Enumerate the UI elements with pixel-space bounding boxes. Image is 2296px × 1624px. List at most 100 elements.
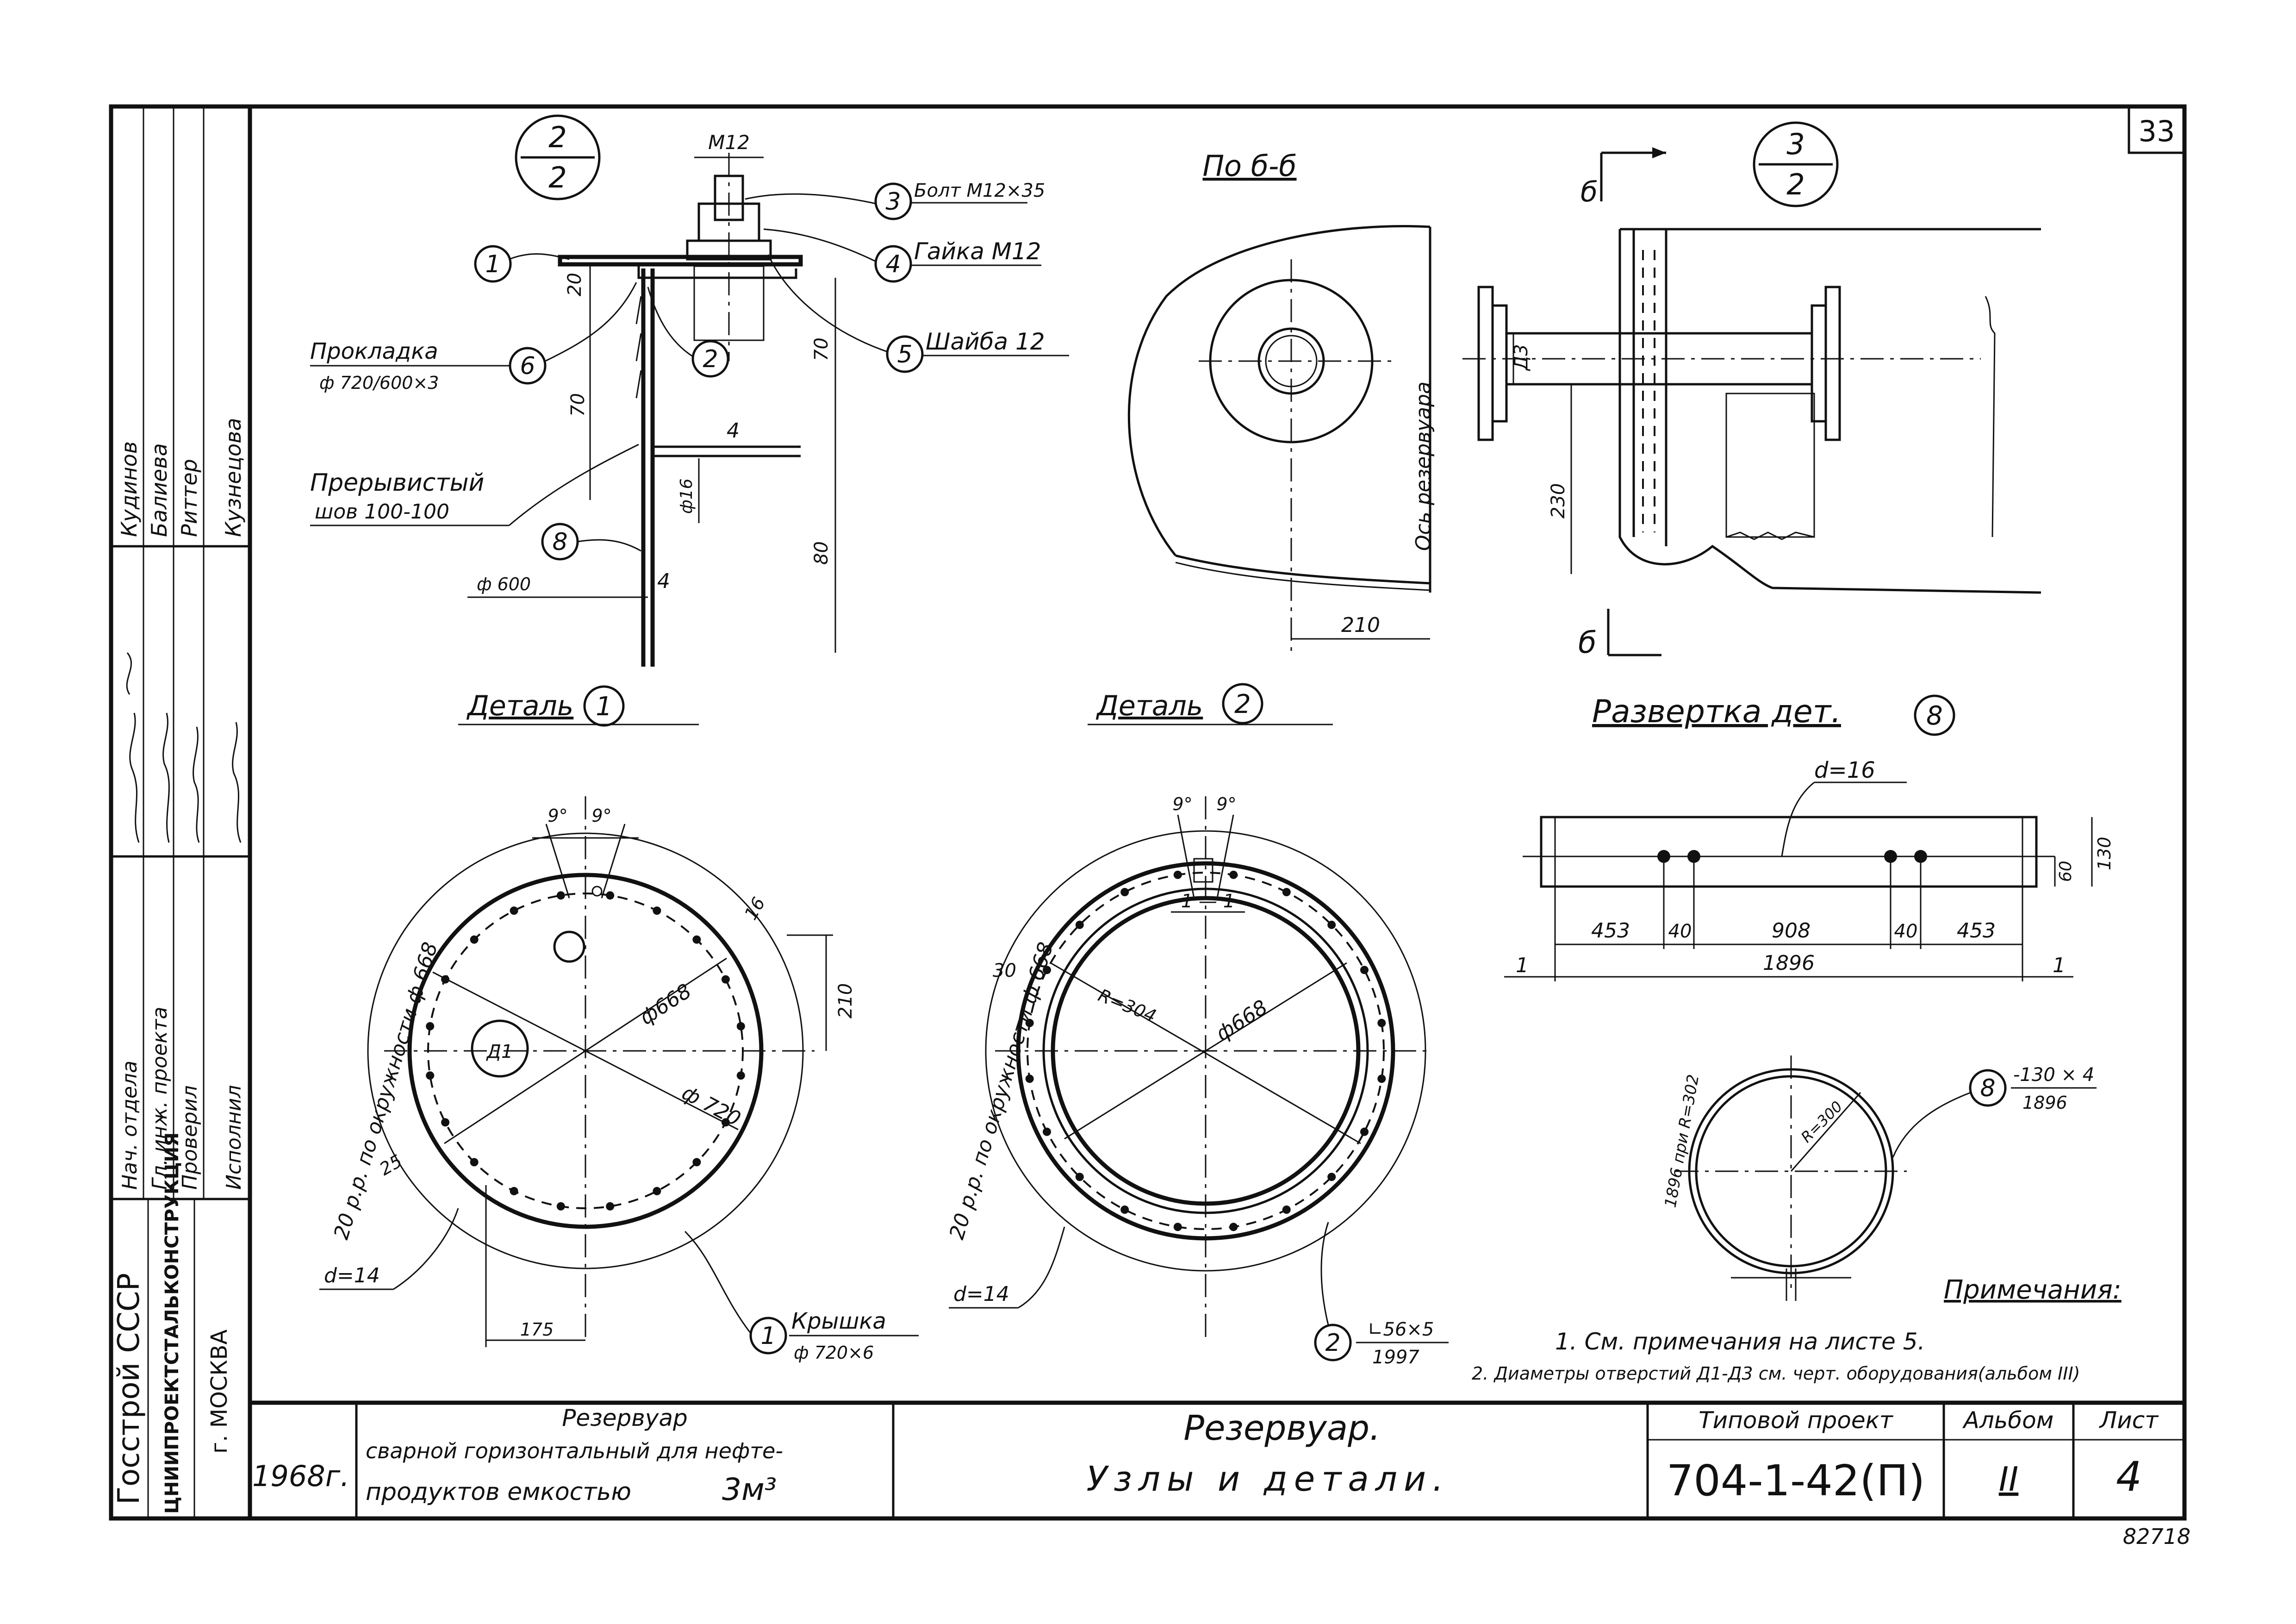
d2-r304: R=304	[1095, 985, 1159, 1027]
detail-1-bolt-hole	[606, 891, 615, 900]
detail-1-bolt-hole	[441, 1118, 450, 1127]
signature-mark-2	[162, 712, 170, 843]
node-2-2-mark	[515, 114, 601, 200]
dev8-dim-3: 908	[1772, 919, 1811, 943]
node-3-2-mark-bottom: 2	[1786, 168, 1804, 201]
d1-part-name: Крышка	[791, 1308, 886, 1334]
d2-d14: d=14	[953, 1282, 1009, 1306]
dim-16: ф16	[677, 478, 696, 514]
detail-1-bolt-hole	[510, 1187, 518, 1195]
node-2-2-mark-bottom: 2	[548, 161, 566, 194]
dim-4a: 4	[727, 419, 740, 443]
detail-1-bolt-hole	[441, 975, 450, 984]
name-2: Балиева	[147, 443, 172, 537]
detail-2-bolt-hole	[1075, 1173, 1084, 1181]
dev8-ring-label: 1896 при R=302	[1661, 1073, 1703, 1209]
callout-5-num: 5	[897, 341, 912, 369]
title-main-line1: Резервуар.	[1183, 1408, 1380, 1448]
album-label: Альбом	[1962, 1407, 2054, 1434]
dev8-part-num: 8	[1980, 1074, 1995, 1102]
node-3-2-dim-230: 230	[1548, 483, 1569, 518]
d2-d30: 30	[993, 960, 1016, 981]
detail-1-bolt-hole	[426, 1022, 435, 1031]
view-dim-210: 210	[1341, 613, 1380, 637]
d2-part-num: 2	[1325, 1329, 1340, 1357]
weld-label: Прерывистый	[310, 469, 484, 497]
callout-6-text: Прокладка	[310, 338, 438, 364]
detail-1-bolt-hole	[510, 906, 518, 915]
dev8-total: 1896	[1763, 951, 1815, 975]
signature-mark-4	[232, 722, 242, 843]
detail-2-bolt-hole	[1377, 1074, 1386, 1083]
dev8-dim-1: 453	[1591, 919, 1630, 943]
dev8-dim-2: 40	[1668, 921, 1692, 942]
callout-6-num: 6	[520, 352, 535, 380]
dev8-dim-5: 453	[1957, 919, 1996, 943]
d1-angle2: 9°	[591, 806, 611, 826]
weld-size: шов 100-100	[315, 500, 449, 524]
d1-d16: 16	[740, 894, 769, 924]
d1-d210: 210	[835, 983, 856, 1018]
detail-1: 20 р.р. по окружности ф 668 9° 9° ф668 ф…	[319, 796, 919, 1363]
detail-1-title: Деталь	[466, 690, 573, 722]
detail-1-bolt-hole	[653, 906, 661, 915]
callout-4-num: 4	[885, 250, 901, 278]
detail-2-bolt-hole	[1377, 1018, 1386, 1027]
d1-d668: ф668	[635, 979, 696, 1030]
org-block: Госстрой СССР ЦНИИПРОЕКТСТАЛЬКОНСТРУКЦИЯ…	[112, 1132, 232, 1514]
project-number: 704-1-42(П)	[1667, 1456, 1925, 1505]
dim-bolt: М12	[708, 131, 750, 154]
detail-2-bolt-hole	[1025, 1074, 1034, 1083]
notes-title: Примечания:	[1944, 1275, 2122, 1305]
detail-2-title-num: 2	[1234, 689, 1251, 719]
detail-2-bolt-hole	[1360, 966, 1369, 974]
frame	[109, 104, 2187, 1521]
dev8-part-size-bottom: 1896	[2022, 1093, 2067, 1113]
detail-2-bolt-hole	[1075, 920, 1084, 929]
nozzle-d3: Д3	[1511, 344, 1532, 371]
detail-1-bolt-hole	[556, 1202, 565, 1211]
gasket-size: ф 720/600×3	[319, 373, 439, 393]
d1-d175: 175	[520, 1319, 554, 1340]
callout-4-text: Гайка М12	[914, 238, 1041, 265]
detail-2-bolt-hole	[1282, 1206, 1291, 1214]
name-3: Риттер	[177, 459, 202, 537]
title-year: 1968г.	[252, 1459, 349, 1493]
detail-2-bolt-hole	[1360, 1127, 1369, 1136]
org-line2: ЦНИИПРОЕКТСТАЛЬКОНСТРУКЦИЯ	[162, 1132, 183, 1514]
title-left-line3: продуктов емкостью	[366, 1478, 631, 1506]
node-2-2-mark-top: 2	[548, 120, 566, 154]
callout-2-num: 2	[703, 345, 718, 373]
name-1: Кудинов	[117, 441, 142, 537]
signature-mark-3	[193, 726, 200, 843]
org-line1: Госстрой СССР	[112, 1273, 146, 1505]
detail-2: 20 р.р. по окружности ф 668 9° 9° 1 — 1 …	[945, 794, 1449, 1368]
note-1: 1. См. примечания на листе 5.	[1555, 1328, 1925, 1355]
view-6-6-title: По б-б	[1202, 149, 1296, 183]
detail-1-bolt-hole	[721, 1118, 730, 1127]
stamp-number: 82718	[2123, 1524, 2190, 1549]
dim-20: 20	[564, 273, 585, 296]
dim-70b: 70	[811, 337, 832, 361]
develop-8-title: Развертка дет.	[1592, 693, 1841, 730]
detail-1-bolt-hole	[692, 935, 701, 944]
view-6-6: По б-б Ось резервуара 210	[1127, 149, 1435, 657]
d1-part-num: 1	[760, 1322, 776, 1350]
dim-80: 80	[811, 541, 832, 565]
detail-2-bolt-hole	[1327, 920, 1336, 929]
detail-2-bolt-hole	[1229, 1223, 1238, 1231]
album-value: II	[1999, 1460, 2018, 1499]
d1-hole-label: Д1	[486, 1041, 513, 1062]
detail-1-bolt-hole	[653, 1187, 661, 1195]
tank-axis-label: Ось резервуара	[1412, 381, 1435, 551]
dev8-r300: R=300	[1798, 1098, 1846, 1146]
detail-2-bolt-hole	[1120, 1206, 1129, 1214]
d1-d720: ф 720	[678, 1081, 745, 1131]
node-3-2-mark	[1753, 121, 1839, 207]
detail-2-bolt-hole	[1173, 1223, 1182, 1231]
role-1: Нач. отдела	[118, 1061, 142, 1190]
dev8-part-size-top: -130 × 4	[2013, 1064, 2094, 1086]
detail-2-bolt-hole	[1120, 888, 1129, 896]
develop-8-title-num: 8	[1926, 701, 1943, 731]
